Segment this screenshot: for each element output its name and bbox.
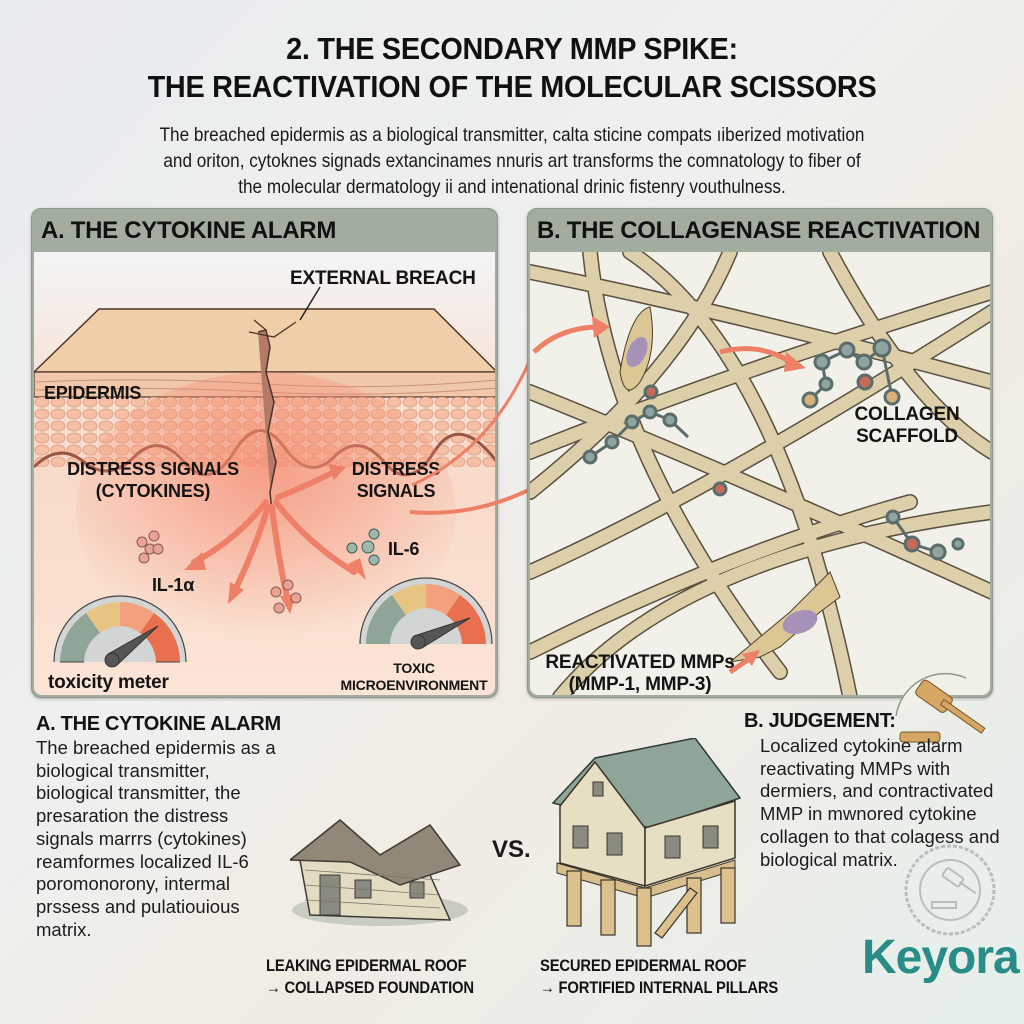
summary-a-line: biological transmitter, the <box>36 782 241 804</box>
judgement-summary: B. JUDGEMENT: Localized cytokine alarm r… <box>744 710 1024 871</box>
collapsed-house-illustration <box>290 819 468 926</box>
keyora-logo: Keyora <box>862 931 1020 984</box>
label-collagen-line-2: SCAFFOLD <box>856 426 958 447</box>
label-il6: IL-6 <box>388 539 420 559</box>
mmp-molecule-3 <box>885 509 965 561</box>
page-title: 2. THE SECONDARY MMP SPIKE: THE REACTIVA… <box>36 30 988 106</box>
label-reactivated-mmps: REACTIVATED MMPs (MMP-1, MMP-3) <box>540 652 740 695</box>
left-caption-line-2: → COLLAPSED FOUNDATION <box>266 978 474 997</box>
fibroblast-cell-2 <box>728 571 841 663</box>
label-distress-cytokines-line-1: DISTRESS SIGNALS <box>67 459 239 479</box>
summary-b-line: biological matrix. <box>760 848 898 870</box>
summary-b-line: collagen to that colagess and <box>760 825 1000 847</box>
label-il1a: IL-1α <box>152 575 195 595</box>
label-toxicity-meter: toxicity meter <box>48 672 169 693</box>
summary-a-line: signals marrrs (cytokines) <box>36 827 247 849</box>
summary-b-line: dermiers, and contractivated <box>760 780 994 802</box>
panel-a-header: A. THE CYTOKINE ALARM <box>41 217 337 244</box>
il6-molecule <box>346 528 380 566</box>
summary-a-line: The breached epidermis as a <box>36 737 276 758</box>
mmp-molecule-2 <box>582 384 728 497</box>
vs-label: VS. <box>492 836 531 863</box>
label-mmps-line-1: REACTIVATED MMPs <box>545 652 735 673</box>
panel-cytokine-alarm: A. THE CYTOKINE ALARM <box>31 208 498 698</box>
panel-b-body: COLLAGEN SCAFFOLD REACTIVATED MMPs (MMP-… <box>530 252 990 695</box>
label-distress-signals-line-1: DISTRESS <box>351 459 441 479</box>
label-distress-signals-line-2: SIGNALS <box>356 481 436 501</box>
label-collagen-line-1: COLLAGEN <box>854 404 960 425</box>
summary-a-line: biological transmitter, <box>36 759 210 781</box>
collagen-network-illustration <box>530 252 990 695</box>
label-external-breach: EXTERNAL BREACH <box>290 268 476 289</box>
il1a-molecule <box>136 530 164 564</box>
left-caption-line-1: LEAKING EPIDERMAL ROOF <box>266 956 467 975</box>
summary-b-line: MMP in mwnored cytokine <box>760 803 977 825</box>
summary-a-line: reamformes localized IL-6 <box>36 850 249 872</box>
panel-b-header: B. THE COLLAGENASE REACTIVATION <box>537 217 981 244</box>
fortified-house-caption: SECURED EPIDERMAL ROOF → FORTIFIED INTER… <box>540 955 778 999</box>
label-mmps-line-2: (MMP-1, MMP-3) <box>568 674 712 695</box>
summary-a-text: The breached epidermis as a biological t… <box>36 737 306 941</box>
skin-cross-section-illustration <box>34 286 495 668</box>
summary-a-line: matrix. <box>36 918 92 940</box>
summary-b-heading: B. JUDGEMENT: <box>744 710 896 732</box>
label-epidermis: EPIDERMIS <box>44 383 142 403</box>
summary-a-line: poromonorony, intermal <box>36 873 230 895</box>
label-distress-cytokines: DISTRESS SIGNALS (CYTOKINES) <box>42 458 264 502</box>
summary-b-line: Localized cytokine alarm <box>760 735 963 756</box>
summary-a-heading: A. THE CYTOKINE ALARM <box>36 713 281 735</box>
label-toxic-line-1: TOXIC <box>393 660 435 676</box>
collapsed-house-caption: LEAKING EPIDERMAL ROOF → COLLAPSED FOUND… <box>266 955 474 999</box>
label-distress-cytokines-line-2: (CYTOKINES) <box>95 481 211 501</box>
summary-a-line: prssess and pulatiouious <box>36 895 240 917</box>
right-caption-line-1: SECURED EPIDERMAL ROOF <box>540 956 747 975</box>
label-distress-signals: DISTRESS SIGNALS <box>346 458 446 502</box>
intro-paragraph: The breached epidermis as a biological t… <box>88 122 936 200</box>
intro-line-2: and oriton, cytoknes signads extanciname… <box>163 150 861 172</box>
summary-b-text: Localized cytokine alarm reactivating MM… <box>744 735 1014 871</box>
fortified-house-illustration <box>551 738 742 947</box>
cytokine-alarm-summary: A. THE CYTOKINE ALARM The breached epide… <box>36 713 306 941</box>
summary-b-line: reactivating MMPs with <box>760 757 951 779</box>
label-toxic-line-2: MICROENVIRONMENT <box>340 677 488 693</box>
intro-line-1: The breached epidermis as a biological t… <box>159 124 865 146</box>
fibroblast-cell-1 <box>619 306 653 391</box>
mmp-molecule-1 <box>801 338 901 409</box>
title-line-1: 2. THE SECONDARY MMP SPIKE: <box>286 31 738 66</box>
panel-a-body: EXTERNAL BREACH EPIDERMIS DISTRESS SIGNA… <box>34 252 495 695</box>
collagen-fibers <box>530 252 990 695</box>
toxicity-meter-gauge <box>53 595 187 668</box>
right-caption-line-2: → FORTIFIED INTERNAL PILLARS <box>540 978 779 997</box>
label-collagen-scaffold: COLLAGEN SCAFFOLD <box>852 404 962 448</box>
title-line-2: THE REACTIVATION OF THE MOLECULAR SCISSO… <box>147 69 877 104</box>
label-toxic-microenvironment: TOXIC MICROENVIRONMENT <box>330 660 495 694</box>
toxic-microenvironment-gauge <box>359 577 493 650</box>
summary-a-line: presaration the distress <box>36 805 229 827</box>
panel-collagenase-reactivation: B. THE COLLAGENASE REACTIVATION <box>527 208 993 698</box>
middle-molecule <box>270 579 302 614</box>
gavel-icon <box>895 672 986 743</box>
intro-line-3: the molecular dermatology ii and intenat… <box>238 176 786 198</box>
seal-stamp-icon <box>904 844 996 936</box>
